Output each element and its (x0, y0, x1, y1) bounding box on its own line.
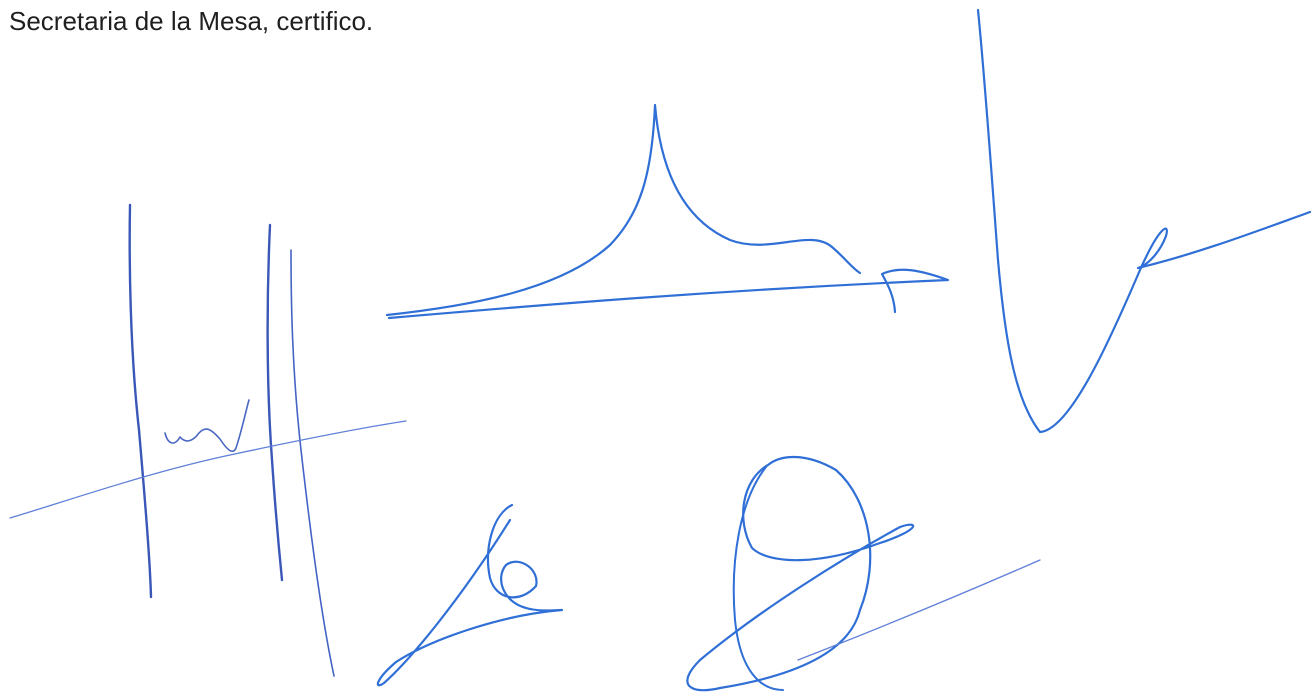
left-sig-stroke-1 (128, 203, 153, 599)
right-signature (385, 8, 1311, 434)
bottom-sig-stroke-4 (797, 559, 1041, 661)
bottom-sig-stroke-3 (732, 466, 784, 691)
right-sig-stroke-3 (976, 8, 1311, 434)
bottom-signature (376, 455, 1041, 692)
certification-line: Secretaria de la Mesa, certifico. (9, 6, 374, 36)
bottom-sig-stroke-2 (686, 455, 915, 692)
left-sig-stroke-3 (290, 249, 335, 677)
left-sig-stroke-2 (266, 223, 284, 582)
right-sig-stroke-1 (385, 103, 862, 317)
left-signature (9, 203, 407, 677)
left-sig-stroke-5 (9, 420, 407, 519)
right-sig-stroke-2 (387, 268, 950, 320)
bottom-sig-stroke-1 (376, 503, 564, 687)
left-sig-stroke-4 (164, 399, 250, 452)
